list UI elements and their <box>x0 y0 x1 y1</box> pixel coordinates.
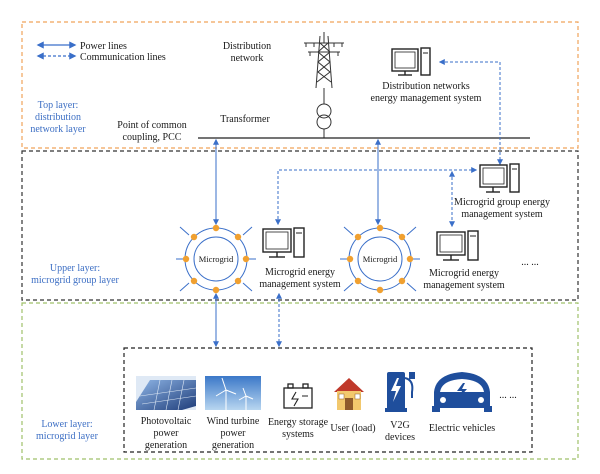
house-icon <box>334 378 364 410</box>
lower-layer-box <box>21 302 579 460</box>
top-layer-label-1: Top layer: <box>38 100 79 111</box>
upper-layer-label-2: microgrid group layer <box>31 275 119 286</box>
upper-layer-label-1: Upper layer: <box>50 263 100 274</box>
pcc-label-1: Point of common <box>117 120 186 131</box>
top-layer-box <box>21 21 579 149</box>
battery-icon <box>283 383 313 409</box>
mg-ems-1-label-1: Microgrid energy <box>265 267 335 278</box>
group-ems-label-1: Microgrid group energy <box>454 197 550 208</box>
upper-ellipsis: ... ... <box>521 257 539 268</box>
dn-ems-label-2: energy management system <box>371 93 482 104</box>
comm-line-dn-ems-group-ems <box>438 59 503 166</box>
legend: Power lines Communication lines <box>36 41 166 63</box>
dn-ems-computer-icon <box>391 47 431 76</box>
mg-ems-2-computer-icon <box>436 230 479 261</box>
pcc-label-2: coupling, PCC <box>123 132 182 143</box>
distribution-network-label-2: network <box>231 53 264 64</box>
device-label-v2g-2: devices <box>385 432 415 443</box>
microgrid-2-label: Microgrid <box>363 254 398 264</box>
mg-ems-1-label-2: management system <box>259 279 341 290</box>
mg-ems-2-label-1: Microgrid energy <box>429 268 499 279</box>
group-ems-computer-icon <box>479 163 520 193</box>
electric-car-icon <box>432 372 492 412</box>
dn-ems-label-1: Distribution networks <box>382 81 470 92</box>
microgrid-1-icon <box>176 224 256 294</box>
legend-power-lines: Power lines <box>80 41 127 52</box>
device-label-wind-2: power <box>221 428 247 439</box>
device-label-pv-1: Photovoltaic <box>141 416 192 427</box>
device-label-pv-3: generation <box>145 440 187 451</box>
distribution-network-label-1: Distribution <box>223 41 271 52</box>
device-label-user: User (load) <box>330 423 375 434</box>
mg-ems-2-label-2: management system <box>423 280 505 291</box>
upper-layer-box <box>21 150 579 301</box>
solar-panel-icon <box>136 376 197 411</box>
transformer-icon <box>316 103 332 130</box>
comm-line-group-ems-mgems-1 <box>275 167 478 226</box>
transformer-label: Transformer <box>220 114 270 125</box>
charging-station-icon <box>385 372 415 412</box>
lower-layer-label-1: Lower layer: <box>41 419 92 430</box>
device-label-wind-3: generation <box>212 440 254 451</box>
device-label-ev: Electric vehicles <box>429 423 495 434</box>
lower-layer-label-2: microgrid layer <box>36 431 99 442</box>
device-label-pv-2: power <box>154 428 180 439</box>
lower-ellipsis: ... ... <box>499 390 517 401</box>
wind-turbine-icon <box>205 376 261 410</box>
device-label-storage-1: Energy storage <box>268 417 329 428</box>
lower-devices-box <box>123 347 533 453</box>
top-layer-label-3: network layer <box>30 124 86 135</box>
microgrid-1-label: Microgrid <box>199 254 234 264</box>
transmission-tower-icon <box>304 32 344 89</box>
device-label-v2g-1: V2G <box>390 420 409 431</box>
microgrid-2-icon <box>340 224 420 294</box>
legend-communication-lines: Communication lines <box>80 52 166 63</box>
top-layer-label-2: distribution <box>35 112 81 123</box>
device-label-wind-1: Wind turbine <box>207 416 260 427</box>
group-ems-label-2: management system <box>461 209 543 220</box>
mg-ems-1-computer-icon <box>262 227 305 258</box>
device-label-storage-2: systems <box>282 429 314 440</box>
